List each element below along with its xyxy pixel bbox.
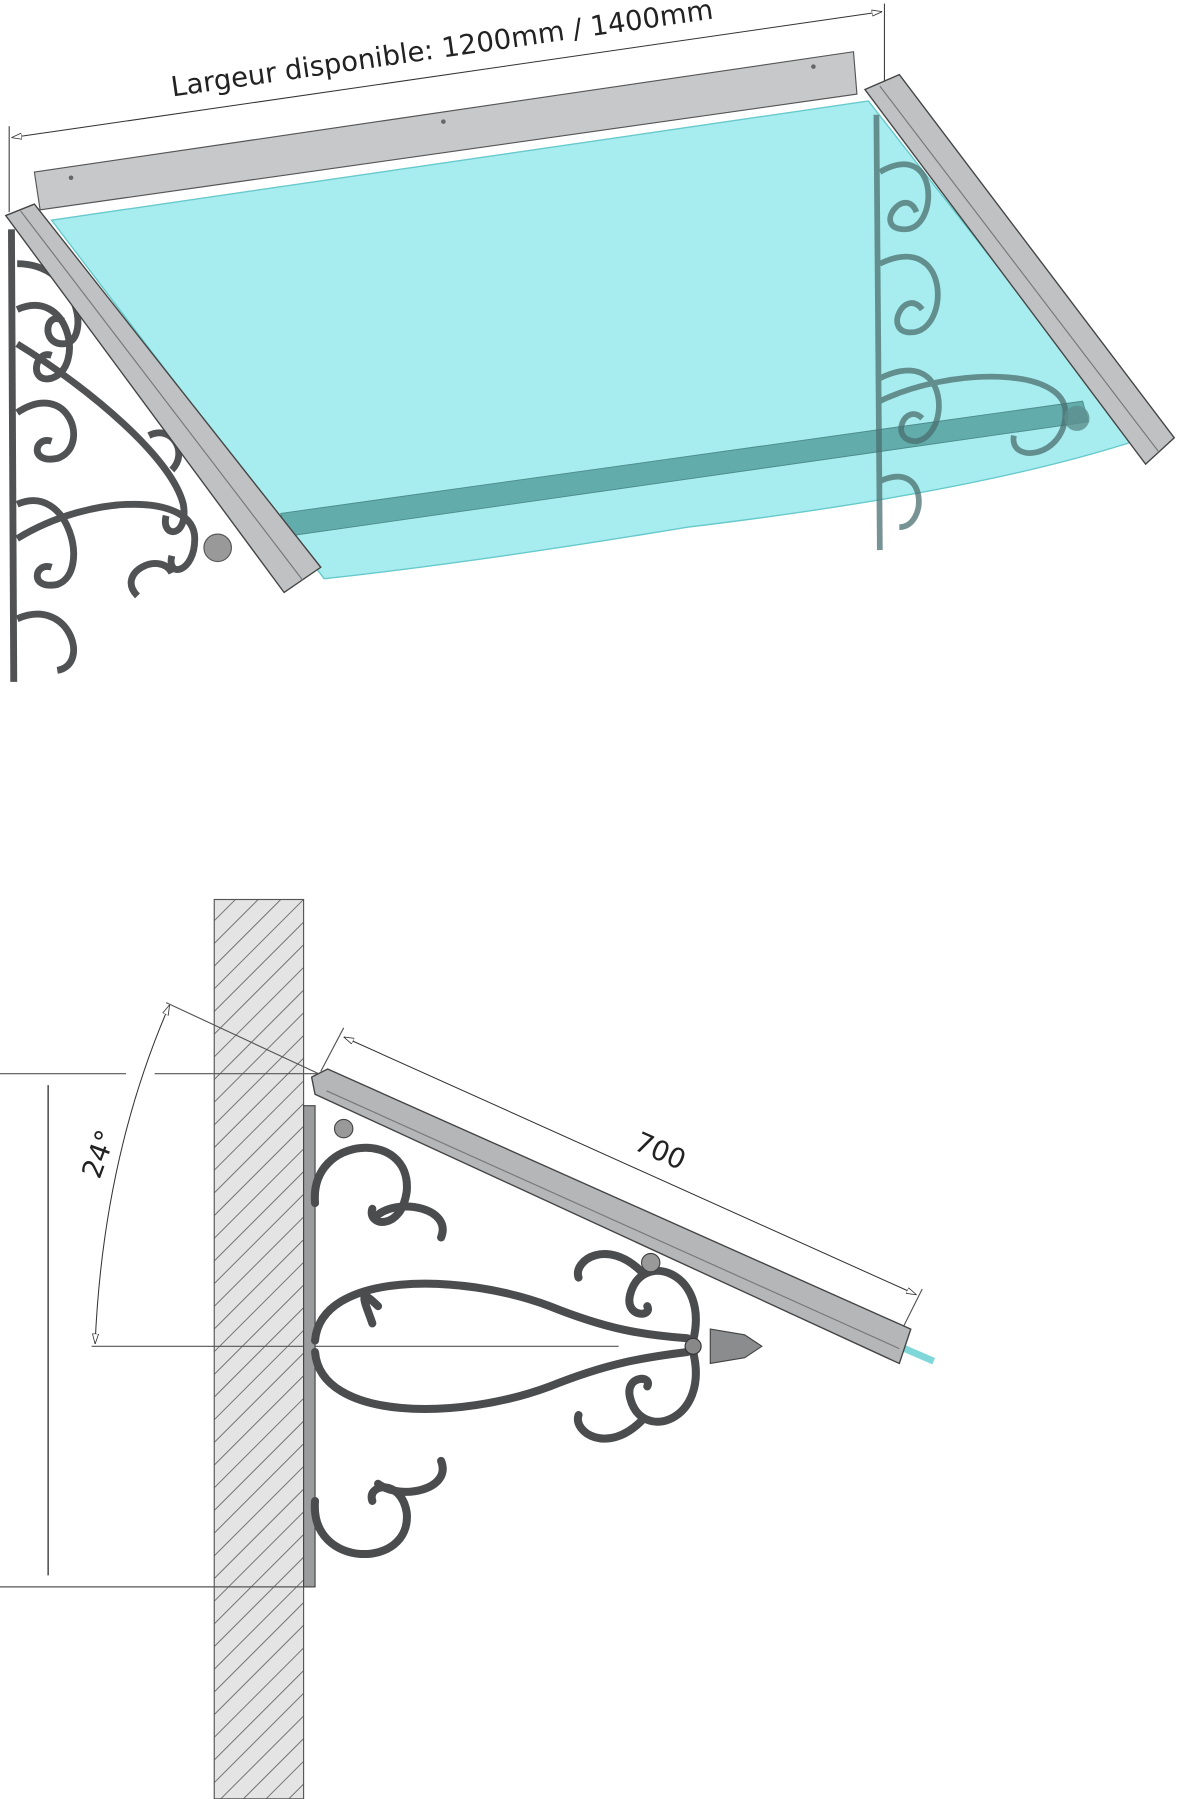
glass-edge <box>897 1343 936 1365</box>
side-bracket <box>311 1143 700 1558</box>
perspective-view: Largeur disponible: 1200mm / 1400mm <box>4 0 1176 682</box>
glass-panel <box>50 100 1136 580</box>
side-view: 24° 700 <box>0 898 936 1799</box>
right-bracket <box>873 114 1069 551</box>
back-wall-rail <box>33 51 858 211</box>
length-dimension-label: 700 <box>630 1126 691 1177</box>
bracket-finial <box>709 1328 763 1365</box>
side-rail <box>310 1068 912 1365</box>
wall-section <box>213 898 305 1799</box>
bracket-wall-plate <box>303 1105 316 1588</box>
angle-dimension-arc <box>95 1005 169 1344</box>
